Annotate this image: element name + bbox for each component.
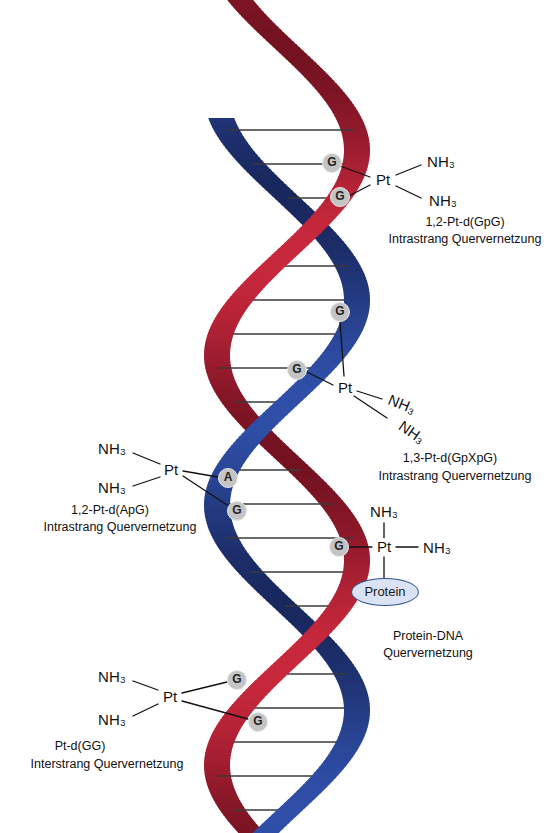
bond-line <box>307 372 333 385</box>
bond-line <box>133 704 158 716</box>
bond-line <box>349 546 372 547</box>
caption-text: Pt-d(GG) <box>54 739 107 753</box>
strand-segment <box>272 251 301 255</box>
base-letter: A <box>224 471 233 484</box>
atom-label: NH₃ <box>422 539 452 556</box>
base-pair-rung <box>221 741 348 743</box>
strand-segment <box>227 0 255 3</box>
base-letter: G <box>327 156 336 169</box>
atom-label: NH₃ <box>369 503 399 520</box>
base-letter: G <box>292 363 301 376</box>
strand-segment <box>273 400 302 404</box>
bond-line <box>396 165 421 175</box>
caption-text: Quervernetzung <box>382 646 474 660</box>
caption-text: Protein-DNA <box>392 629 464 643</box>
atom-label: NH₃ <box>97 440 127 457</box>
bond-line <box>182 701 248 719</box>
atom-label: NH₃ <box>395 416 429 447</box>
bond-line <box>383 557 384 578</box>
caption-text: 1,2-Pt-d(ApG) <box>70 503 150 517</box>
atom-label: Pt <box>375 171 391 188</box>
atom-label: Pt <box>337 379 353 396</box>
base-circle: G <box>330 302 350 322</box>
base-pair-rung <box>227 129 354 131</box>
strand-segment <box>271 662 300 666</box>
atom-label: NH₃ <box>97 479 127 496</box>
bond-line <box>340 166 370 177</box>
bond-line <box>396 546 418 547</box>
base-circle: G <box>227 501 247 521</box>
caption-text: Intrastrang Quervernetzung <box>378 469 533 483</box>
caption-text: Interstrang Quervernetzung <box>30 757 185 771</box>
bond-line <box>133 681 158 690</box>
atom-label: Pt <box>162 688 178 705</box>
base-circle: G <box>329 537 349 557</box>
base-letter: G <box>232 673 241 686</box>
bond-line <box>133 477 160 486</box>
base-pair-rung <box>221 333 348 335</box>
bond-line <box>340 322 344 376</box>
base-circle: G <box>248 712 268 732</box>
caption-text: Intrastrang Quervernetzung <box>388 232 543 246</box>
base-pair-rung <box>251 571 356 573</box>
caption-text: Intrastrang Quervernetzung <box>43 520 198 534</box>
protein-label: Protein <box>364 585 405 599</box>
strand-segment <box>208 118 235 122</box>
bond-line <box>354 396 387 418</box>
base-letter: G <box>232 504 241 517</box>
atom-label: NH₃ <box>426 153 456 170</box>
protein-ellipse: Protein <box>351 578 419 606</box>
base-circle: G <box>322 153 342 173</box>
bond-line <box>133 453 160 464</box>
atom-label: NH₃ <box>385 390 419 417</box>
caption-text: 1,2-Pt-d(GpG) <box>424 215 505 229</box>
base-letter: G <box>253 715 262 728</box>
bond-line <box>182 682 227 693</box>
base-letter: G <box>335 305 344 318</box>
base-circle: G <box>227 670 247 690</box>
bond-line <box>183 471 218 477</box>
bond-line <box>349 185 370 196</box>
base-pair-rung <box>218 775 324 777</box>
bond-line <box>396 186 421 198</box>
base-circle: G <box>287 360 307 380</box>
base-circle: A <box>218 468 238 488</box>
caption-text: 1,3-Pt-d(GpXpG) <box>402 451 498 465</box>
base-letter: G <box>335 190 344 203</box>
atom-label: NH₃ <box>97 711 127 728</box>
base-circle: G <box>330 187 350 207</box>
strand-segment <box>272 811 301 815</box>
base-letter: G <box>334 540 343 553</box>
bond-line <box>357 391 382 399</box>
atom-label: Pt <box>163 461 179 478</box>
atom-label: NH₃ <box>428 192 458 209</box>
bond-line <box>383 523 384 538</box>
atom-label: NH₃ <box>97 668 127 685</box>
base-pair-rung <box>240 299 357 301</box>
atom-label: Pt <box>376 538 392 555</box>
base-pair-rung <box>242 707 357 709</box>
